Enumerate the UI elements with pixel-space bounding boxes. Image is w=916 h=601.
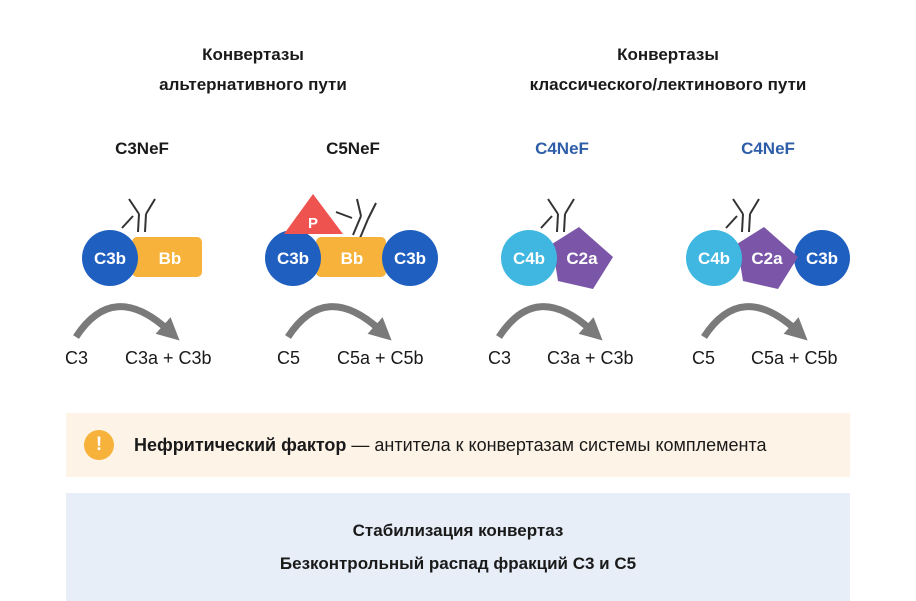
component-label: C3b — [394, 249, 426, 268]
c4b-fragment — [686, 230, 742, 286]
nephritic-factor-note: ! Нефритический фактор — антитела к конв… — [66, 413, 850, 477]
note-text: Нефритический фактор — антитела к конвер… — [134, 435, 767, 456]
panel-label: C4NeF — [741, 139, 795, 158]
component-label: C4b — [513, 249, 545, 268]
group-title-line: альтернативного пути — [159, 75, 347, 94]
note-term: Нефритический фактор — [134, 434, 347, 455]
conversion-arrow — [285, 303, 392, 341]
bb-fragment — [132, 237, 202, 277]
convertase-diagram: C3NeF Bb C3b C3 C3a + C3b C5NeF Bb C3b — [65, 139, 850, 368]
bb-fragment — [316, 237, 386, 277]
antibody-icon — [725, 198, 760, 233]
panel-c4nef-c5: C4NeF C3b C2a C4b C5 C5a + C5b — [686, 139, 850, 368]
substrate-label: C5 — [692, 348, 715, 368]
c3b-fragment — [82, 230, 138, 286]
panel-label: C5NeF — [326, 139, 380, 158]
products-label: C3a + C3b — [547, 348, 634, 368]
group-title-line: Конвертазы — [617, 45, 719, 64]
component-label: C2a — [566, 249, 598, 268]
group-title-classical: Конвертазы классического/лектинового пут… — [488, 40, 848, 100]
products-label: C3a + C3b — [125, 348, 212, 368]
conversion-arrow — [701, 303, 808, 341]
component-label: C2a — [751, 249, 783, 268]
antibody-icon — [121, 198, 156, 233]
panel-label: C4NeF — [535, 139, 589, 158]
warning-icon: ! — [84, 430, 114, 460]
substrate-label: C5 — [277, 348, 300, 368]
group-title-alternative: Конвертазы альтернативного пути — [73, 40, 433, 100]
panel-c5nef: C5NeF Bb C3b C3b P C5 C5a + C5b — [265, 139, 438, 368]
antibody-icon — [335, 198, 377, 239]
c2a-fragment — [737, 227, 798, 289]
c3b-fragment — [382, 230, 438, 286]
component-label: C3b — [277, 249, 309, 268]
component-label: C3b — [94, 249, 126, 268]
conversion-arrow — [73, 303, 180, 341]
products-label: C5a + C5b — [751, 348, 838, 368]
component-label: Bb — [341, 249, 364, 268]
summary-line: Безконтрольный распад фракций С3 и С5 — [279, 554, 637, 573]
c3b-fragment — [794, 230, 850, 286]
summary-line: Стабилизация конвертаз — [352, 521, 564, 540]
substrate-label: C3 — [488, 348, 511, 368]
component-label: C3b — [806, 249, 838, 268]
antibody-icon — [540, 198, 575, 233]
panel-label: C3NeF — [115, 139, 169, 158]
c2a-fragment — [552, 227, 613, 289]
products-label: C5a + C5b — [337, 348, 424, 368]
panel-c4nef-c3: C4NeF C2a C4b C3 C3a + C3b — [488, 139, 634, 368]
group-title-line: классического/лектинового пути — [529, 75, 807, 94]
component-label: C4b — [698, 249, 730, 268]
properdin-triangle — [284, 194, 343, 234]
c3b-fragment — [265, 230, 321, 286]
substrate-label: C3 — [65, 348, 88, 368]
group-title-line: Конвертазы — [202, 45, 304, 64]
conversion-arrow — [496, 303, 603, 341]
note-definition: — антитела к конвертазам системы комплем… — [346, 434, 767, 455]
c4b-fragment — [501, 230, 557, 286]
component-label: Bb — [159, 249, 182, 268]
panel-c3nef: C3NeF Bb C3b C3 C3a + C3b — [65, 139, 212, 368]
component-label: P — [308, 215, 318, 232]
summary-box: Стабилизация конвертаз Безконтрольный ра… — [66, 493, 850, 601]
